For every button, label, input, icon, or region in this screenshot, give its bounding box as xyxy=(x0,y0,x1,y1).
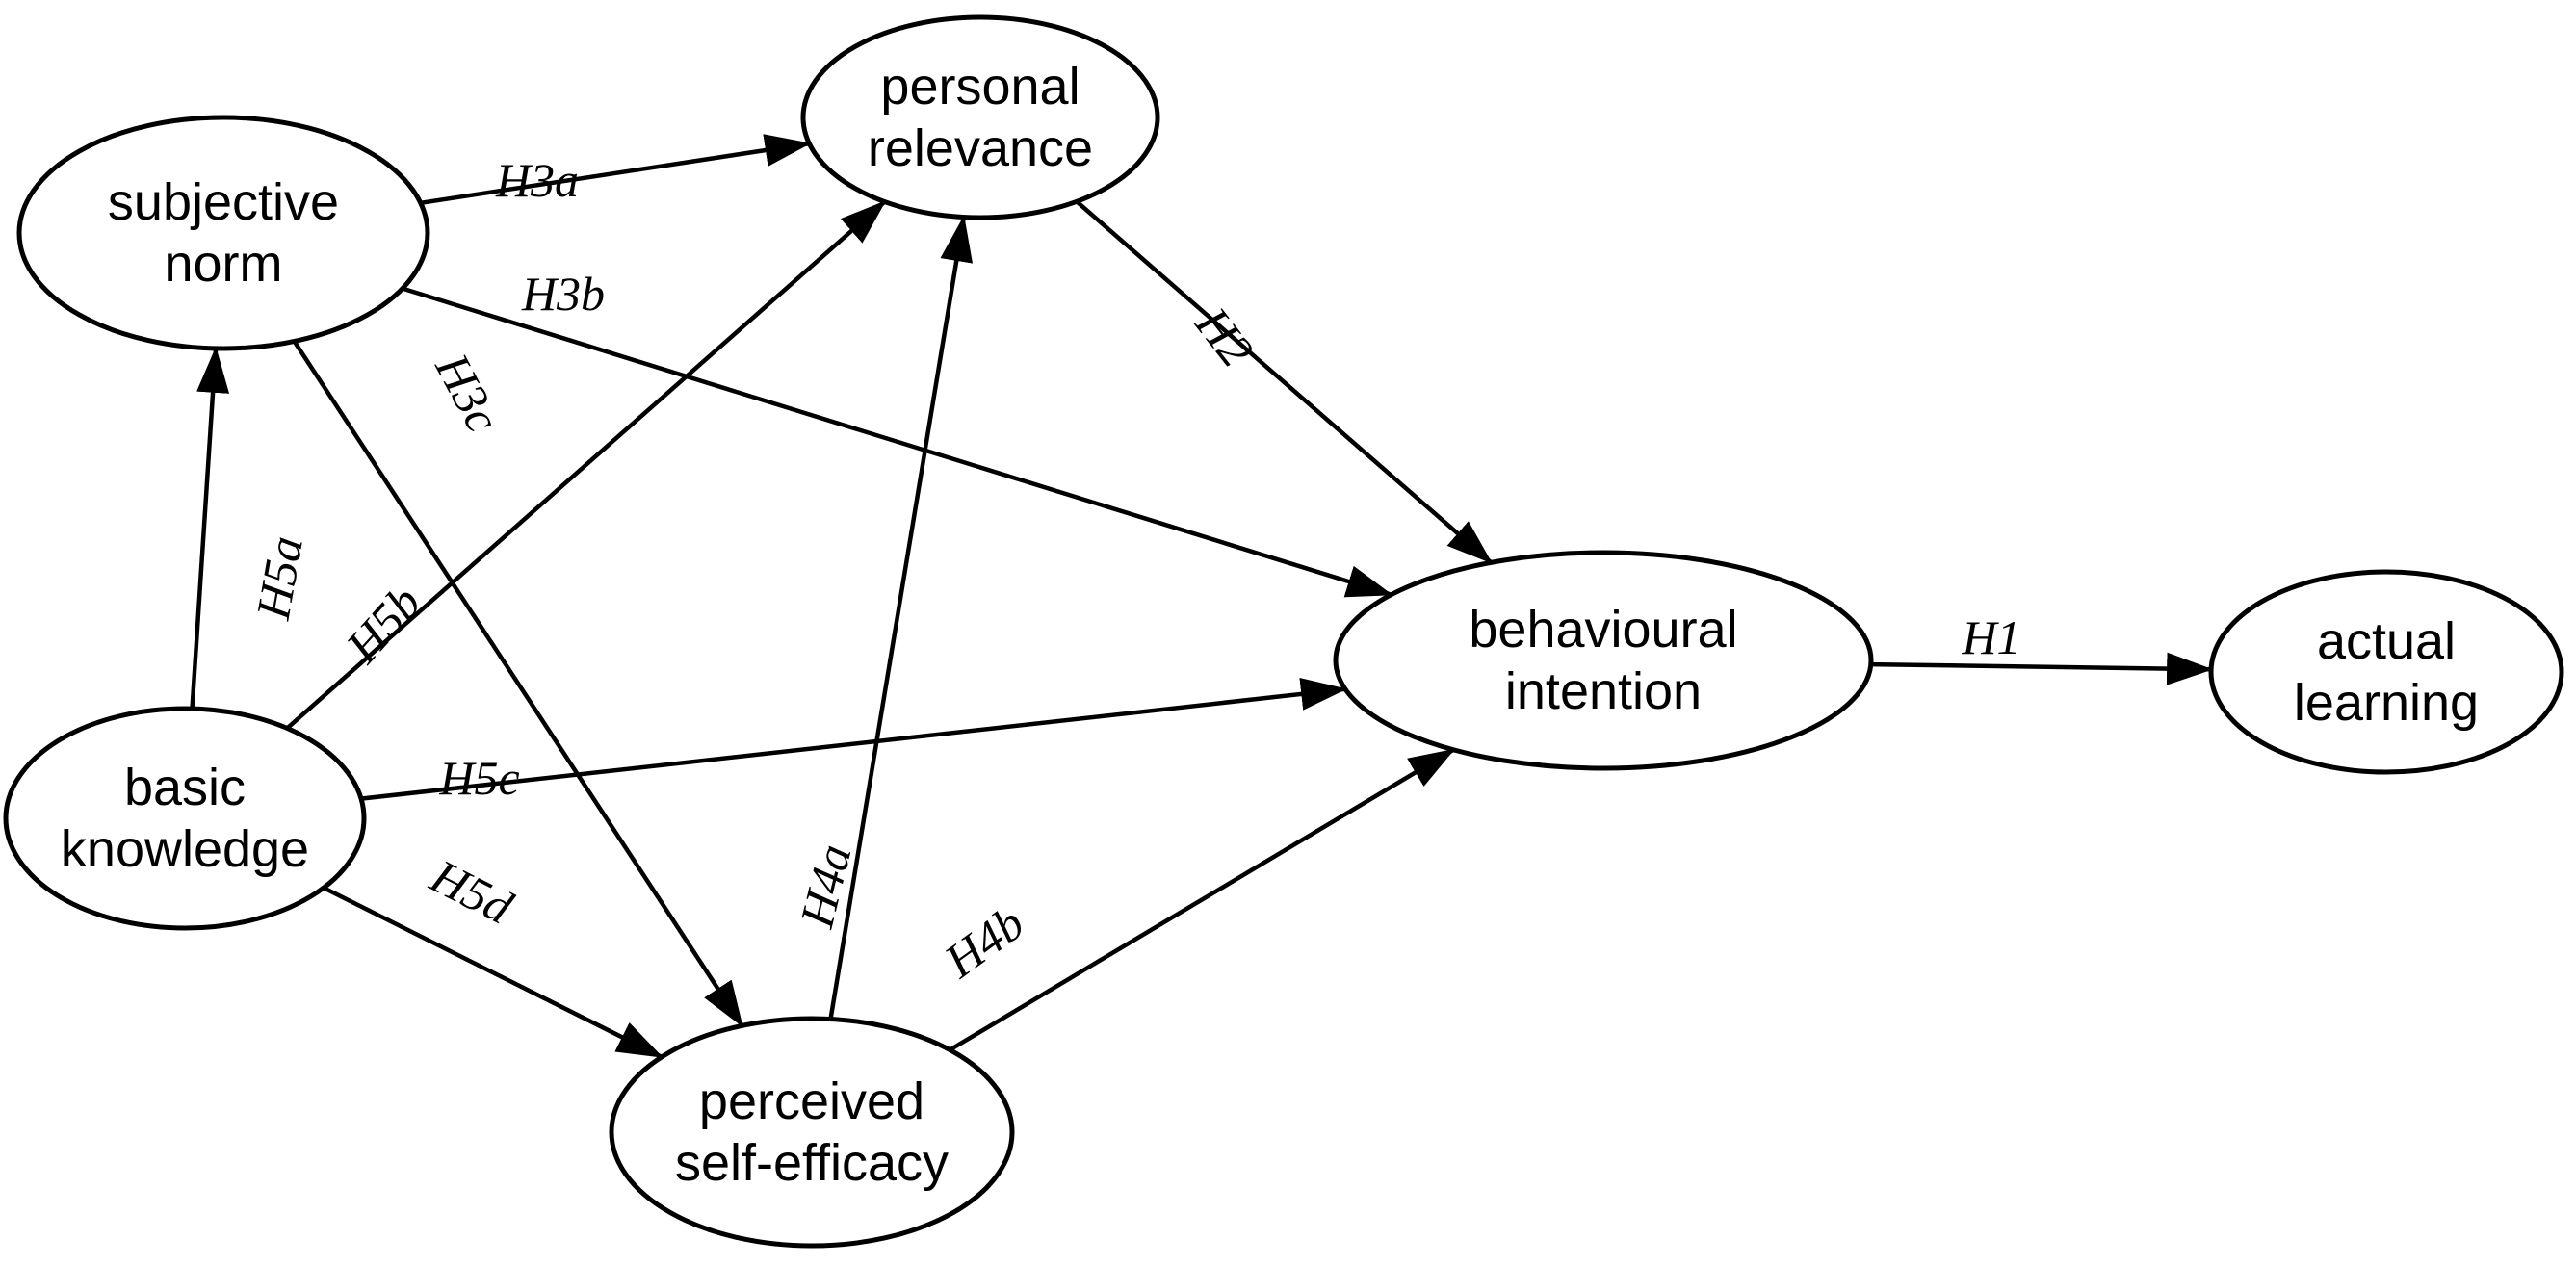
node-subjective-norm-label-line-1: subjective xyxy=(108,173,339,231)
edge-label-h4b: H4b xyxy=(934,895,1033,989)
edge-label-h5a: H5a xyxy=(246,532,313,625)
node-perceived-self-efficacy-label-line-1: perceived xyxy=(699,1072,924,1130)
edge-h2-arrow xyxy=(1075,199,1493,564)
edge-label-h4a: H4a xyxy=(789,839,861,933)
edge-h4a-arrow xyxy=(828,215,974,1020)
edge-label-h3a: H3a xyxy=(495,153,579,207)
node-subjective-norm-label-line-2: norm xyxy=(164,235,282,293)
edge-h3c-arrow xyxy=(292,340,744,1028)
node-subjective-norm-ellipse xyxy=(16,115,430,351)
node-personal-relevance-ellipse xyxy=(800,14,1160,220)
edge-h4b-arrow xyxy=(949,747,1456,1052)
node-behavioural-intention-label-line-2: intention xyxy=(1505,662,1702,720)
edge-label-h1: H1 xyxy=(1961,610,2020,664)
node-basic-knowledge-label-line-1: basic xyxy=(124,759,246,816)
node-behavioural-intention-label-line-1: behavioural xyxy=(1469,601,1737,659)
edge-h3a-arrow xyxy=(420,134,812,206)
edges xyxy=(190,134,2214,1059)
node-basic-knowledge-label-line-2: knowledge xyxy=(61,820,309,878)
node-perceived-self-efficacy-label-line-2: self-efficacy xyxy=(675,1134,949,1192)
edge-label-h5b: H5b xyxy=(335,575,431,673)
node-actual-learning-label-line-2: learning xyxy=(2294,674,2479,732)
node-basic-knowledge-ellipse xyxy=(3,706,367,931)
edge-h5b-arrow xyxy=(285,199,887,731)
node-perceived-self-efficacy-ellipse xyxy=(609,1016,1015,1249)
edge-h5a-arrow xyxy=(190,346,230,710)
node-actual-learning-ellipse xyxy=(2208,569,2564,775)
edge-h1-arrow xyxy=(1870,652,2214,685)
node-actual-learning-label-line-1: actual xyxy=(2317,612,2456,670)
edge-h5d-arrow xyxy=(322,886,664,1059)
node-personal-relevance-label-line-2: relevance xyxy=(868,119,1093,177)
node-personal-relevance-label-line-1: personal xyxy=(880,58,1080,116)
edge-h3b-arrow xyxy=(402,286,1393,598)
edge-label-h5c: H5c xyxy=(438,751,519,805)
edge-h5c-arrow xyxy=(360,677,1347,801)
edge-label-h3c: H3c xyxy=(425,344,510,441)
node-behavioural-intention-ellipse xyxy=(1333,550,1874,771)
edge-label-h3b: H3b xyxy=(521,267,605,321)
edge-label-h5d: H5d xyxy=(422,848,522,935)
